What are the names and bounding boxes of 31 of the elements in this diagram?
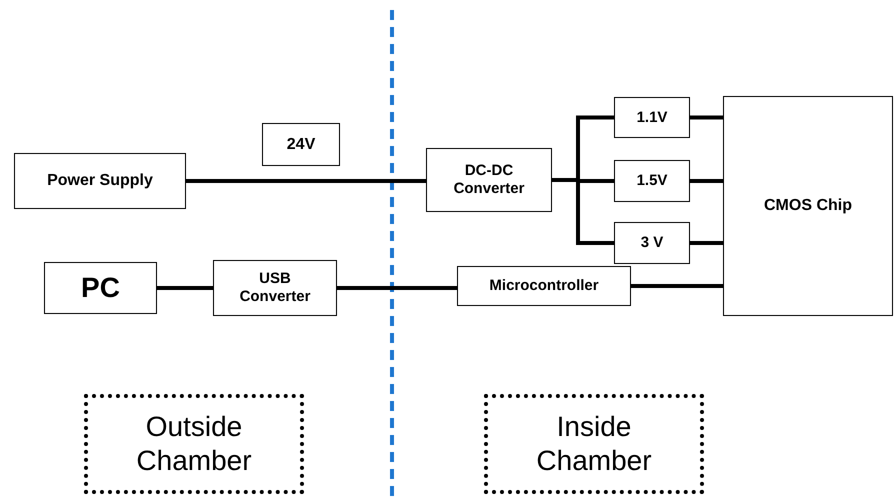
block-box — [614, 97, 690, 138]
block-box — [723, 96, 893, 316]
connector-line — [186, 179, 426, 183]
block-label: 1.1V — [636, 108, 668, 126]
block-label: 1.5V — [636, 172, 668, 190]
block-label: PC — [81, 271, 120, 305]
block-label: USB Converter — [238, 270, 312, 306]
block-box — [426, 148, 552, 212]
block-box — [44, 262, 157, 314]
block-box — [14, 153, 186, 209]
block-label: Power Supply — [47, 171, 153, 191]
connector-line — [157, 286, 213, 290]
block-label: Outside Chamber — [135, 410, 253, 478]
block-label: DC-DC Converter — [452, 162, 526, 198]
block-label: Microcontroller — [489, 277, 599, 295]
connector-line — [631, 284, 723, 288]
block-box — [213, 260, 337, 316]
block-label: 3 V — [640, 234, 664, 252]
region-label-box — [84, 394, 304, 494]
connector-line — [337, 286, 457, 290]
region-label-box — [484, 394, 704, 494]
block-label: Inside Chamber — [535, 410, 653, 478]
block-label: 24V — [286, 134, 316, 154]
block-box — [614, 222, 690, 264]
connector-line — [690, 116, 723, 120]
block-label: CMOS Chip — [764, 196, 852, 216]
connector-line — [690, 241, 723, 245]
block-box — [614, 160, 690, 202]
block-box — [457, 266, 631, 306]
connector-line — [690, 179, 723, 183]
block-box — [262, 123, 340, 166]
